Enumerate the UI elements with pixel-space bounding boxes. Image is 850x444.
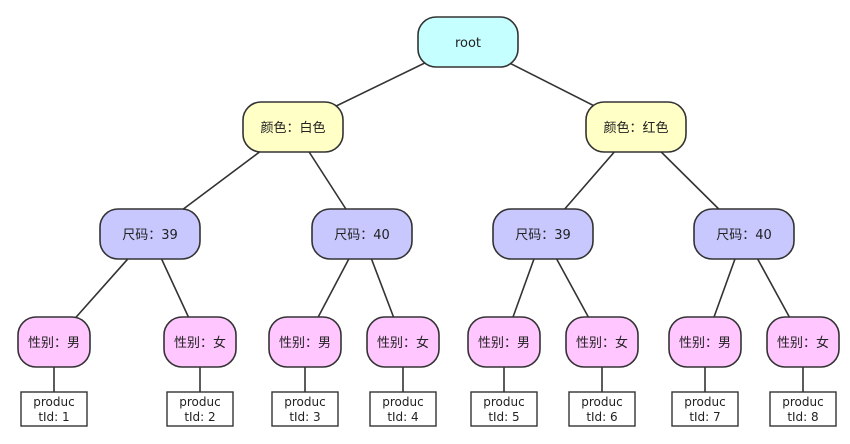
color-node-2-shape: [585, 101, 687, 153]
gender-node-5-label: 性别：男: [478, 336, 530, 351]
gender-node-3: 性别：男: [268, 316, 342, 368]
size-node-3: 尺码：39: [492, 208, 594, 260]
color-node-2-label: 颜色：红色: [603, 120, 668, 136]
gender-node-3-label: 性别：男: [279, 336, 331, 351]
color-node-1: 颜色：白色: [242, 101, 344, 153]
root-node-shape: [417, 16, 519, 68]
size-node-4-shape: [693, 208, 795, 260]
product-leaf-1-line-2: tId: 1: [38, 410, 69, 424]
color-node-1-label: 颜色：白色: [260, 120, 325, 136]
gender-node-5-shape: [467, 316, 541, 368]
size-node-2-label: 尺码：40: [334, 228, 390, 243]
size-node-2-shape: [311, 208, 413, 260]
gender-node-2: 性别：女: [163, 316, 237, 368]
product-leaf-2-line-2: tId: 2: [184, 410, 215, 424]
gender-node-6-label: 性别：女: [576, 335, 628, 351]
gender-node-8-label: 性别：女: [777, 335, 829, 351]
gender-node-1-shape: [17, 316, 91, 368]
product-leaf-4-line-2: tId: 4: [387, 410, 418, 424]
color-node-1-shape: [242, 101, 344, 153]
size-node-2: 尺码：40: [311, 208, 413, 260]
size-node-1-label: 尺码：39: [122, 228, 178, 243]
color-node-2: 颜色：红色: [585, 101, 687, 153]
gender-node-7-shape: [668, 316, 742, 368]
gender-node-6: 性别：女: [565, 316, 639, 368]
gender-node-3-shape: [268, 316, 342, 368]
size-node-1: 尺码：39: [99, 208, 201, 260]
product-leaf-6-line-1: produc: [581, 395, 622, 409]
gender-node-4-shape: [366, 316, 440, 368]
size-node-4-label: 尺码：40: [716, 228, 772, 243]
product-leaf-7-line-1: produc: [684, 395, 725, 409]
product-leaf-3-line-1: produc: [284, 395, 325, 409]
product-leaf-1-shape: [20, 391, 88, 427]
product-leaf-8-line-1: produc: [782, 395, 823, 409]
size-node-3-shape: [492, 208, 594, 260]
product-leaf-5-shape: [470, 391, 538, 427]
product-leaf-4-shape: [369, 391, 437, 427]
product-leaf-5-line-1: produc: [483, 395, 524, 409]
gender-node-2-label: 性别：女: [174, 335, 226, 351]
size-node-3-label: 尺码：39: [515, 228, 571, 243]
size-node-1-shape: [99, 208, 201, 260]
gender-node-8-shape: [766, 316, 840, 368]
gender-node-5: 性别：男: [467, 316, 541, 368]
product-leaf-8-line-2: tId: 8: [787, 410, 818, 424]
product-leaf-2-line-1: produc: [179, 395, 220, 409]
gender-node-1-label: 性别：男: [28, 336, 80, 351]
product-leaf-3-shape: [271, 391, 339, 427]
gender-node-1: 性别：男: [17, 316, 91, 368]
gender-node-4: 性别：女: [366, 316, 440, 368]
product-leaf-2-shape: [166, 391, 234, 427]
gender-node-4-label: 性别：女: [377, 335, 429, 351]
product-leaf-6-shape: [568, 391, 636, 427]
product-leaf-8-shape: [769, 391, 837, 427]
product-leaf-1-line-1: produc: [33, 395, 74, 409]
product-leaf-6-line-2: tId: 6: [586, 410, 617, 424]
gender-node-7-label: 性别：男: [679, 336, 731, 351]
gender-node-8: 性别：女: [766, 316, 840, 368]
gender-node-2-shape: [163, 316, 237, 368]
size-node-4: 尺码：40: [693, 208, 795, 260]
product-leaf-5-line-2: tId: 5: [488, 410, 519, 424]
root-node-label: root: [455, 36, 481, 51]
gender-node-6-shape: [565, 316, 639, 368]
product-leaf-4-line-1: produc: [382, 395, 423, 409]
product-leaf-7-shape: [671, 391, 739, 427]
product-leaf-7-line-2: tId: 7: [689, 410, 720, 424]
product-leaf-3-line-2: tId: 3: [289, 410, 320, 424]
root-node: root: [417, 16, 519, 68]
gender-node-7: 性别：男: [668, 316, 742, 368]
